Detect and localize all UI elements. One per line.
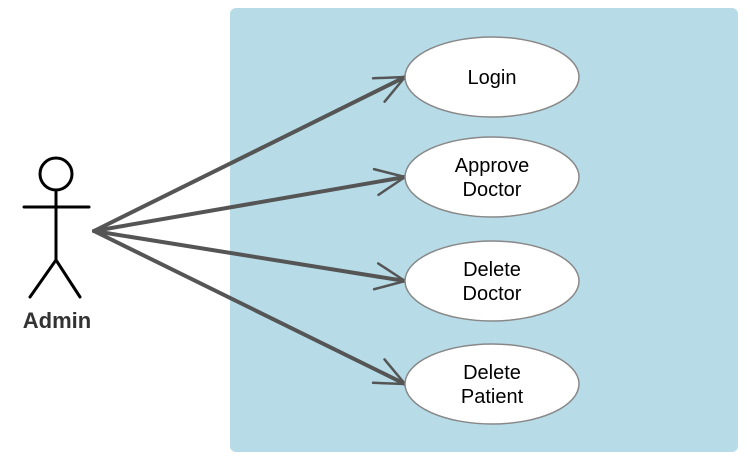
use-case-ellipse [404,343,580,425]
use-case-label: Patient [461,386,524,408]
use-case-label: Delete [463,362,521,384]
use-case-ellipse [404,136,580,218]
use-cases: LoginApproveDoctorDeleteDoctorDeletePati… [404,36,580,425]
association-delete-patient [92,229,407,386]
use-case-label: Doctor [463,283,522,305]
use-case-ellipse [404,36,580,118]
use-case-ellipse [404,240,580,322]
actor-head [38,156,74,192]
actor-label: Admin [23,308,91,333]
use-case-label: Login [468,67,517,89]
use-case-label: Delete [463,259,521,281]
use-case-login: Login [404,36,580,118]
actor-admin [22,156,91,299]
association-delete-doctor [92,229,407,283]
actor-left-leg [28,258,58,299]
use-case-label: Approve [455,155,530,177]
use-case-label: Doctor [463,179,522,201]
association-approve-doctor [92,175,407,233]
association-login [92,75,407,233]
system-boundary [230,8,738,452]
actor-right-leg [54,258,82,299]
